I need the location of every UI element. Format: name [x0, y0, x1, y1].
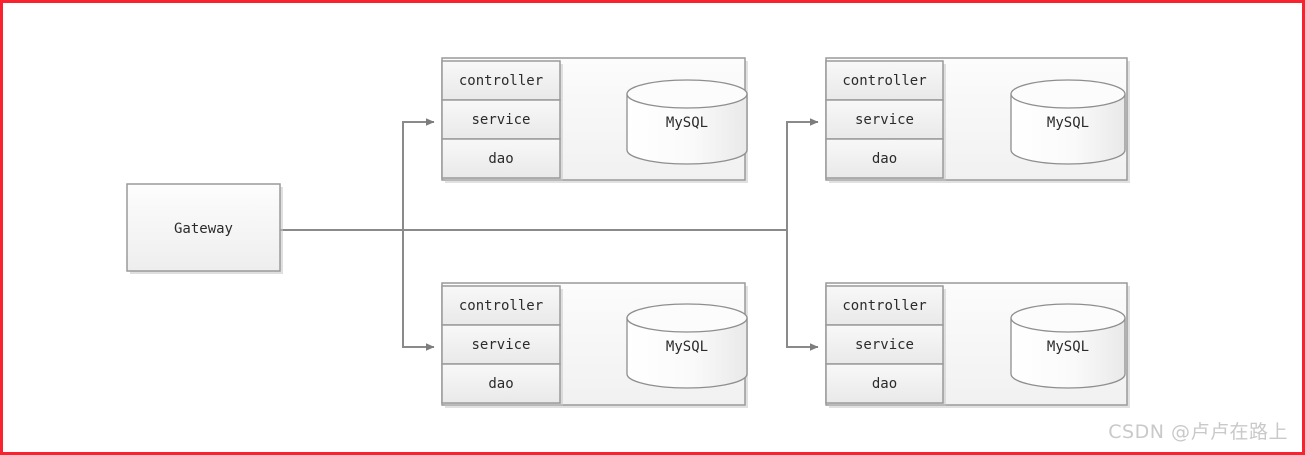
tier-service-box	[441, 99, 561, 140]
cylinder-body	[1010, 93, 1126, 165]
tier-controller-label: controller	[459, 73, 543, 89]
tier-controller-box	[441, 60, 561, 101]
tier-controller-box	[441, 285, 561, 326]
tier-dao-label: dao	[872, 151, 897, 167]
database-cylinder: MySQL	[626, 303, 748, 389]
tier-controller-box	[825, 285, 944, 326]
service-group-top-left[interactable]: controller service dao MySQL	[441, 57, 748, 183]
cylinder-top	[626, 79, 748, 109]
cylinder-top	[1010, 303, 1126, 333]
database-label: MySQL	[1047, 339, 1089, 355]
service-group-bottom-right[interactable]: controller service dao MySQL	[825, 282, 1130, 408]
database-cylinder: MySQL	[626, 79, 748, 165]
tier-service-box	[825, 324, 944, 365]
gateway-box	[126, 183, 281, 272]
database-label: MySQL	[1047, 115, 1089, 131]
tier-dao-box	[441, 363, 561, 404]
tier-service-box	[825, 99, 944, 140]
csdn-watermark: CSDN @卢卢在路上	[1108, 421, 1288, 443]
tier-controller-box	[825, 60, 944, 101]
cylinder-body	[626, 93, 748, 165]
connector-branch-left-up	[402, 118, 435, 230]
tier-service-label: service	[471, 337, 530, 353]
tier-dao-box	[825, 138, 944, 179]
tier-dao-label: dao	[488, 151, 513, 167]
tier-dao-label: dao	[488, 376, 513, 392]
cylinder-top	[1010, 79, 1126, 109]
tier-controller-label: controller	[842, 73, 926, 89]
database-label: MySQL	[666, 115, 708, 131]
tier-service-box	[441, 324, 561, 365]
database-cylinder: MySQL	[1010, 79, 1126, 165]
cylinder-body	[626, 317, 748, 389]
connector-branch-right-up	[786, 118, 819, 230]
cylinder-body	[1010, 317, 1126, 389]
tier-dao-label: dao	[872, 376, 897, 392]
service-group-bottom-left[interactable]: controller service dao MySQL	[441, 282, 748, 408]
connector-branch-left-down	[402, 230, 435, 351]
gateway-node[interactable]: Gateway	[126, 183, 283, 274]
connector-branch-right-down	[786, 230, 819, 351]
tier-controller-label: controller	[842, 298, 926, 314]
service-group-top-right[interactable]: controller service dao MySQL	[825, 57, 1130, 183]
gateway-label: Gateway	[174, 221, 233, 237]
tier-service-label: service	[855, 112, 914, 128]
connector-group	[280, 118, 819, 351]
tier-service-label: service	[471, 112, 530, 128]
tier-controller-label: controller	[459, 298, 543, 314]
database-cylinder: MySQL	[1010, 303, 1126, 389]
cylinder-top	[626, 303, 748, 333]
database-label: MySQL	[666, 339, 708, 355]
tier-service-label: service	[855, 337, 914, 353]
architecture-diagram: Gateway controller service dao MySQL	[126, 57, 1130, 408]
tier-dao-box	[825, 363, 944, 404]
tier-dao-box	[441, 138, 561, 179]
